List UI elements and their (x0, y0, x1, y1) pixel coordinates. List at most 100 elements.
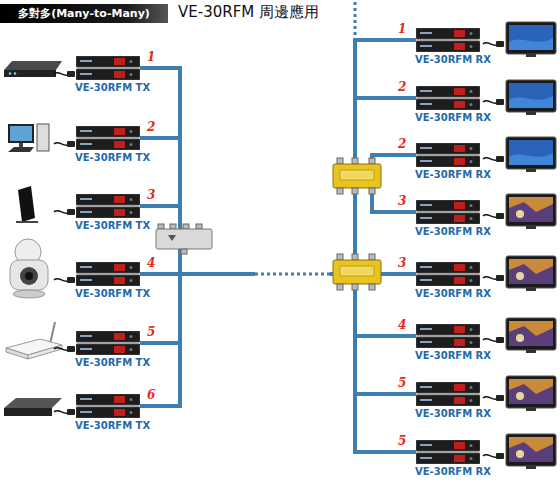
television (506, 256, 556, 291)
rf-modulator-box: VE-30RFM RX (416, 382, 480, 406)
coax-cable (140, 274, 416, 452)
node-label: VE-30RFM RX (415, 408, 491, 419)
cable (483, 213, 504, 219)
unit-case (76, 331, 140, 342)
unit-case (416, 453, 480, 464)
unit-button (470, 444, 473, 447)
unit-logo (420, 457, 432, 459)
unit-logo (420, 90, 432, 92)
device-top (4, 61, 62, 70)
splitter (333, 254, 381, 290)
rf-modulator-box: VE-30RFM TX (76, 331, 140, 355)
unit-logo (80, 60, 92, 62)
unit-front (416, 99, 480, 110)
unit-display (114, 333, 125, 340)
trunk-continuation (354, 2, 357, 38)
television (506, 22, 556, 57)
rf-modulator-box: VE-30RFM TX (76, 394, 140, 418)
coax-cable (140, 274, 416, 452)
unit-button (470, 90, 473, 93)
unit-front (416, 156, 480, 167)
rf-modulator-box: VE-30RFM RX (416, 324, 480, 348)
unit-logo (420, 266, 432, 268)
unit-logo (420, 444, 432, 446)
unit-logo (80, 411, 92, 413)
unit-case (76, 126, 140, 137)
unit-display (454, 455, 465, 462)
cable (54, 277, 75, 283)
unit-display (454, 384, 465, 391)
node-label: VE-30RFM TX (75, 220, 150, 231)
unit-logo (80, 335, 92, 337)
unit-logo (80, 143, 92, 145)
callout-number: 3 (147, 188, 155, 202)
unit-display (454, 88, 465, 95)
unit-button (470, 328, 473, 331)
router-side (6, 348, 28, 359)
unit-button (130, 279, 133, 282)
camera-body (10, 260, 48, 290)
monitor (8, 124, 34, 143)
unit-logo (420, 386, 432, 388)
unit-case (76, 344, 140, 355)
unit-front (416, 41, 480, 52)
monitor-screen (10, 126, 32, 141)
unit-case (76, 262, 140, 273)
unit-case (416, 99, 480, 110)
unit-display (454, 145, 465, 152)
node-label: VE-30RFM TX (75, 420, 150, 431)
camera-lens (20, 267, 38, 285)
unit-chassis (416, 262, 480, 286)
unit-chassis (76, 262, 140, 286)
unit-front (76, 126, 140, 137)
unit-button (130, 335, 133, 338)
port (196, 224, 202, 229)
unit-case (416, 213, 480, 224)
unit-display (454, 215, 465, 222)
unit-display (114, 209, 125, 216)
unit-button (130, 60, 133, 63)
television (506, 318, 556, 353)
cable (483, 275, 504, 281)
unit-logo (420, 279, 432, 281)
unit-button (130, 266, 133, 269)
monitor-stand (19, 143, 23, 147)
port (337, 254, 343, 260)
television (506, 376, 556, 411)
unit-chassis (76, 331, 140, 355)
unit-logo (80, 266, 92, 268)
unit-button (470, 32, 473, 35)
unit-case (416, 28, 480, 39)
unit-case (76, 275, 140, 286)
callout-number: 5 (147, 325, 155, 339)
rf-modulator-box: VE-30RFM RX (416, 262, 480, 286)
unit-front (416, 395, 480, 406)
callout-number: 5 (398, 434, 406, 448)
cable (483, 99, 504, 105)
unit-display (454, 442, 465, 449)
cable (483, 337, 504, 343)
unit-front (416, 86, 480, 97)
unit-logo (420, 147, 432, 149)
port (352, 284, 358, 290)
unit-chassis (76, 126, 140, 150)
port (352, 254, 358, 260)
unit-display (114, 264, 125, 271)
unit-case (416, 324, 480, 335)
port (158, 224, 164, 229)
unit-display (454, 158, 465, 165)
unit-logo (420, 341, 432, 343)
unit-display (454, 264, 465, 271)
camera-base (13, 290, 45, 298)
callout-number: 3 (398, 194, 406, 208)
unit-button (470, 279, 473, 282)
unit-button (470, 147, 473, 150)
unit-chassis (416, 324, 480, 348)
node-label: VE-30RFM RX (415, 288, 491, 299)
unit-button (470, 160, 473, 163)
unit-display (114, 396, 125, 403)
callout-number: 6 (147, 388, 155, 402)
keyboard (8, 147, 34, 152)
unit-front (416, 143, 480, 154)
unit-button (470, 341, 473, 344)
